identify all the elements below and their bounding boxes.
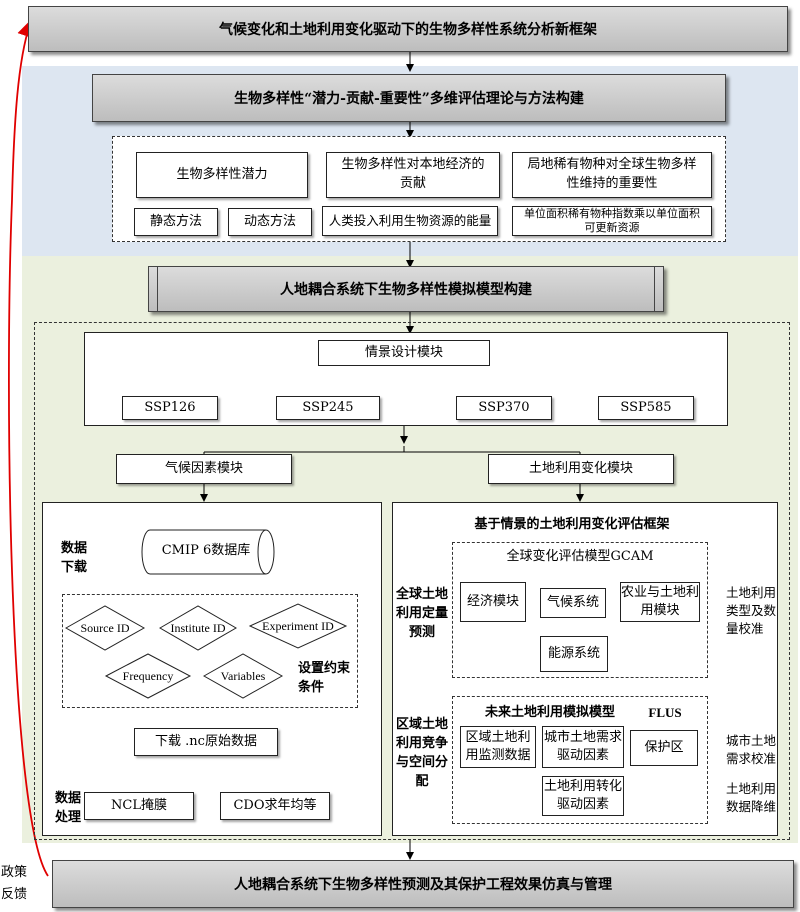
potential-box: 生物多样性潜力: [136, 152, 308, 198]
dynamic-method-box: 动态方法: [228, 208, 312, 236]
source-id-label: Source ID: [80, 621, 130, 635]
flus-group: [452, 696, 708, 824]
contribution-title: 生物多样性对本地经济的贡献: [341, 157, 485, 191]
energy-system-label: 能源系统: [547, 646, 600, 662]
cdo-label: CDO求年均等: [233, 797, 317, 813]
potential-title: 生物多样性潜力: [176, 166, 268, 182]
gcam-group: [452, 542, 708, 678]
scenario-module-box: 情景设计模块: [318, 340, 490, 366]
economy-module-label: 经济模块: [466, 594, 519, 610]
ssp370-label: SSP370: [478, 399, 530, 415]
energy-input-box: 人类投入利用生物资源的能量: [322, 206, 498, 236]
section2-title-bar-left: [157, 267, 158, 311]
section2-group: [34, 322, 790, 840]
climate-module-box: 气候因素模块: [116, 454, 292, 484]
policy-feedback-label: 政策反馈: [0, 865, 27, 903]
data-process-label: 数据处理: [54, 791, 81, 825]
transition-driver-box: 土地利用转化驱动因素: [542, 776, 624, 816]
constraint-label: 设置约束条件: [298, 661, 351, 695]
energy-input-label: 人类投入利用生物资源的能量: [328, 212, 492, 228]
section2-title-bar-right: [654, 267, 655, 311]
institute-id-diamond: [159, 605, 237, 651]
top-title-box: 气候变化和土地利用变化驱动下的生物多样性系统分析新框架: [28, 6, 788, 52]
framework-title: 基于情景的土地利用变化评估框架: [474, 517, 670, 532]
ssp245-box: SSP245: [276, 396, 380, 420]
section1-title-box: 生物多样性“潜力-贡献-重要性”多维评估理论与方法构建: [92, 74, 726, 122]
gcam-title: 全球变化评估模型GCAM: [506, 549, 654, 564]
source-id-diamond: [64, 605, 146, 651]
global-landuse-forecast-label: 全球土地利用定量预测: [395, 587, 448, 640]
landuse-module-label: 土地利用变化模块: [528, 460, 633, 476]
agri-landuse-label: 农业与土地利用模块: [621, 585, 700, 618]
experiment-id-diamond: [248, 603, 348, 649]
economy-module-box: 经济模块: [460, 582, 526, 622]
section2-title: 人地耦合系统下生物多样性模拟模型构建: [280, 282, 532, 298]
ssp585-label: SSP585: [620, 399, 672, 415]
ncl-mask-label: NCL掩膜: [111, 797, 167, 813]
climate-module-label: 气候因素模块: [164, 460, 243, 476]
frequency-label: Frequency: [122, 669, 174, 683]
constraints-group: [62, 594, 358, 708]
frequency-diamond: [104, 653, 192, 699]
landuse-module-box: 土地利用变化模块: [488, 454, 674, 484]
scenario-module-label: 情景设计模块: [364, 344, 443, 360]
cdo-box: CDO求年均等: [220, 792, 330, 820]
static-method-box: 静态方法: [134, 208, 218, 236]
regional-monitoring-box: 区域土地利用监测数据: [460, 726, 536, 768]
urban-demand-calibration-note: 城市土地需求校准: [726, 733, 777, 767]
protected-area-label: 保护区: [644, 740, 684, 756]
flus-title: 未来土地利用模拟模型: [484, 705, 615, 720]
section2-title-box: 人地耦合系统下生物多样性模拟模型构建: [148, 266, 664, 312]
ssp370-box: SSP370: [456, 396, 552, 420]
section1-title: 生物多样性“潜力-贡献-重要性”多维评估理论与方法构建: [234, 91, 584, 107]
agri-landuse-box: 农业与土地利用模块: [620, 582, 700, 622]
urban-demand-box: 城市土地需求驱动因素: [542, 726, 624, 768]
variables-diamond: [202, 653, 284, 699]
importance-box: 局地稀有物种对全球生物多样性维持的重要性: [512, 152, 712, 198]
transition-driver-label: 土地利用转化驱动因素: [543, 779, 622, 812]
energy-system-box: 能源系统: [540, 636, 608, 672]
climate-system-box: 气候系统: [540, 588, 606, 618]
ssp126-label: SSP126: [144, 399, 196, 415]
download-nc-box: 下载 .nc原始数据: [134, 728, 278, 756]
landuse-calibration-note: 土地利用类型及数量校准: [726, 585, 777, 637]
rare-species-index-box: 单位面积稀有物种指数乘以单位面积可更新资源: [512, 206, 712, 236]
flus-abbr: FLUS: [648, 705, 682, 720]
importance-title: 局地稀有物种对全球生物多样性维持的重要性: [527, 157, 697, 191]
contribution-box: 生物多样性对本地经济的贡献: [326, 152, 500, 198]
bottom-title-box: 人地耦合系统下生物多样性预测及其保护工程效果仿真与管理: [52, 860, 794, 908]
protected-area-box: 保护区: [630, 730, 698, 766]
static-method-label: 静态方法: [149, 213, 202, 229]
cmip-database-icon: [141, 529, 275, 575]
landuse-downscale-note: 土地利用数据降维: [726, 781, 777, 815]
dynamic-method-label: 动态方法: [243, 213, 296, 229]
bottom-title: 人地耦合系统下生物多样性预测及其保护工程效果仿真与管理: [234, 877, 612, 893]
experiment-id-label: Experiment ID: [262, 619, 334, 633]
ssp126-box: SSP126: [122, 396, 218, 420]
download-nc-label: 下载 .nc原始数据: [155, 733, 257, 749]
ssp245-label: SSP245: [302, 399, 354, 415]
regional-monitoring-label: 区域土地利用监测数据: [465, 730, 531, 763]
ssp585-box: SSP585: [598, 396, 694, 420]
urban-demand-label: 城市土地需求驱动因素: [543, 730, 622, 763]
variables-label: Variables: [220, 669, 266, 683]
rare-species-index-label: 单位面积稀有物种指数乘以单位面积可更新资源: [524, 206, 700, 234]
institute-id-label: Institute ID: [170, 621, 226, 635]
top-title: 气候变化和土地利用变化驱动下的生物多样性系统分析新框架: [219, 22, 597, 38]
regional-competition-label: 区域土地利用竞争与空间分配: [395, 717, 448, 789]
climate-system-label: 气候系统: [546, 595, 599, 611]
ncl-mask-box: NCL掩膜: [84, 792, 194, 820]
data-download-label: 数据下载: [60, 541, 87, 575]
cmip-label: CMIP 6数据库: [161, 543, 251, 558]
